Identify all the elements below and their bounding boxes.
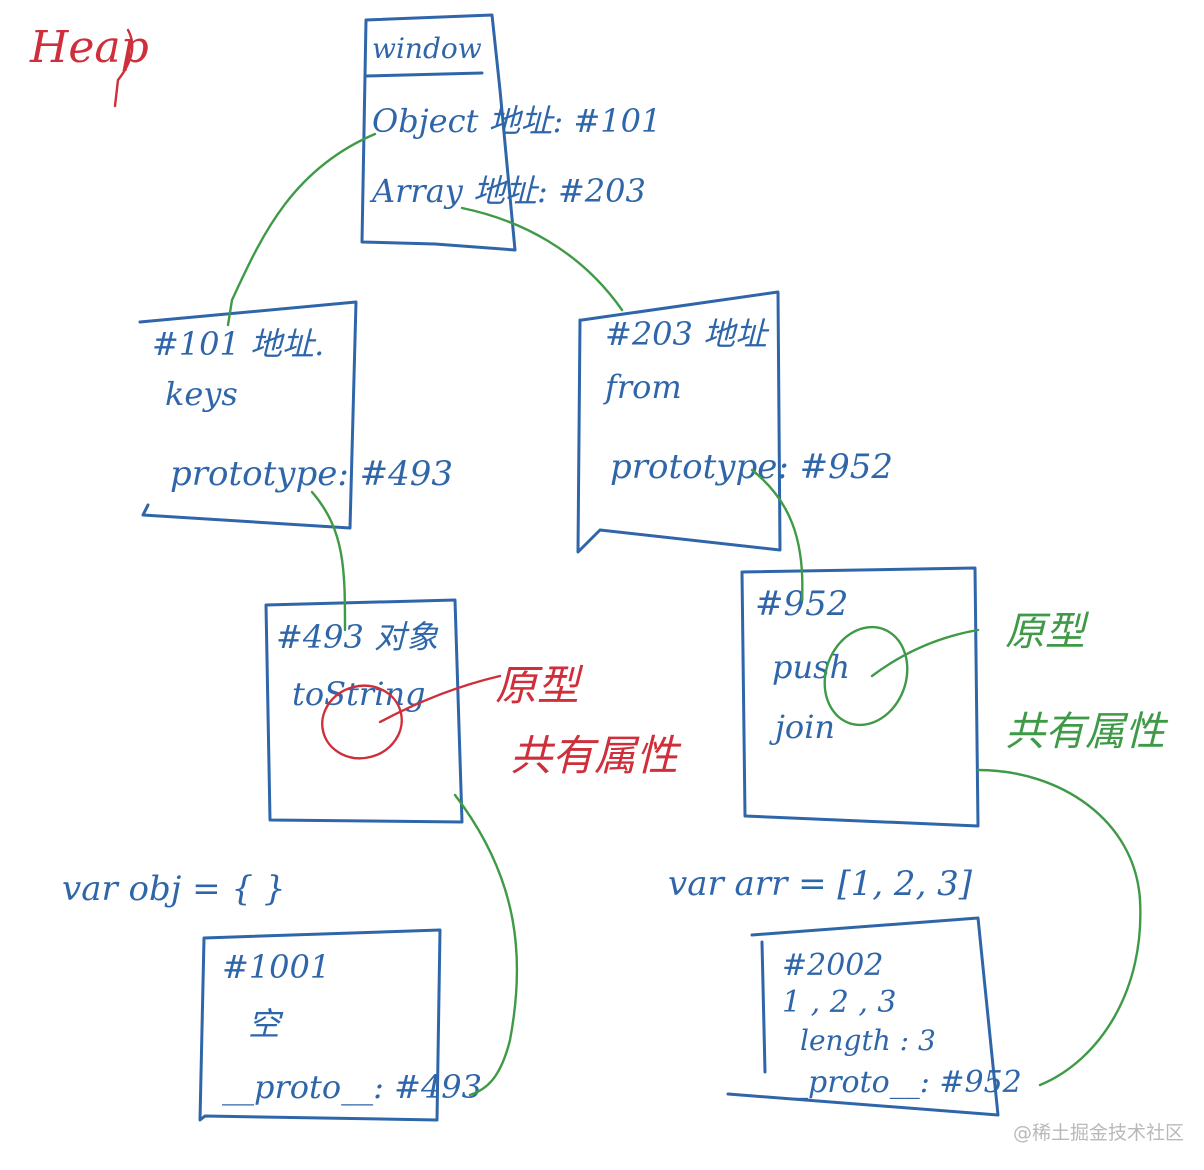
link-2002-to-952: [976, 768, 1142, 1087]
arr-instance-proto: __proto__: #952: [778, 1065, 1022, 1100]
window-title-divider: [364, 71, 484, 78]
array-function-header: #203 地址: [605, 315, 770, 353]
array-function-box-outline: [576, 290, 782, 554]
array-function-box: #203 地址 from prototype: #952: [576, 290, 893, 554]
arr-declaration: var arr = [1, 2, 3]: [668, 864, 973, 904]
obj-instance-empty: 空: [248, 1005, 284, 1043]
arr-instance-left-edge: [760, 940, 767, 1074]
window-object-ref: Object 地址: #101: [372, 102, 661, 140]
object-function-box-outline: [138, 300, 358, 530]
arr-instance-header: #2002: [782, 948, 883, 983]
object-prototype-tostring: toString: [292, 675, 426, 713]
object-prototype-header: #493 对象: [276, 618, 439, 656]
obj-instance-header: #1001: [222, 948, 330, 986]
object-prototype-box: #493 对象 toString: [264, 598, 464, 824]
left-note-pointer: [378, 674, 502, 724]
array-prototype-join: join: [769, 708, 835, 746]
obj-declaration: var obj = { }: [62, 869, 286, 909]
arr-instance-box: #2002 1 , 2 , 3 length : 3 __proto__: #9…: [726, 916, 1022, 1117]
arr-instance-box-outline: [726, 916, 1000, 1117]
object-prototype-box-outline: [264, 598, 464, 824]
push-join-circle: [823, 625, 909, 727]
array-prototype-push: push: [772, 648, 850, 686]
array-prototype-box-outline: [740, 566, 980, 828]
right-note-line1: 原型: [1005, 609, 1090, 655]
arr-instance-length: length : 3: [800, 1024, 936, 1057]
left-note-line2: 共有属性: [510, 731, 682, 780]
object-function-prototype: prototype: #493: [170, 454, 453, 494]
object-function-box: #101 地址. keys prototype: #493: [138, 300, 453, 530]
link-1001-to-493: [453, 793, 519, 1097]
array-prototype-box: #952 push join: [740, 566, 980, 828]
window-title: window: [372, 32, 482, 65]
window-array-ref: Array 地址: #203: [369, 172, 646, 210]
heap-label-stroke: [113, 28, 134, 108]
obj-instance-box-outline: [198, 928, 442, 1122]
array-function-prototype: prototype: #952: [610, 447, 893, 487]
arr-instance-values: 1 , 2 , 3: [782, 985, 896, 1020]
left-note-line1: 原型: [495, 661, 584, 710]
array-function-from: from: [603, 368, 682, 406]
link-object-to-101: [226, 132, 377, 327]
obj-instance-proto: __proto__: #493: [222, 1068, 482, 1106]
right-note-line2: 共有属性: [1005, 709, 1169, 755]
object-function-keys: keys: [165, 375, 238, 413]
object-function-header: #101 地址.: [152, 325, 324, 363]
heap-label: Heap: [29, 22, 149, 73]
watermark: @稀土掘金技术社区: [1013, 1122, 1184, 1144]
obj-instance-box: #1001 空 __proto__: #493: [198, 928, 482, 1122]
right-note-pointer: [870, 628, 980, 678]
link-101-to-493: [310, 490, 347, 632]
link-203-to-952: [750, 468, 804, 602]
window-box-outline: [360, 13, 517, 252]
window-box: window Object 地址: #101 Array 地址: #203: [360, 13, 661, 252]
link-array-to-203: [460, 206, 624, 312]
